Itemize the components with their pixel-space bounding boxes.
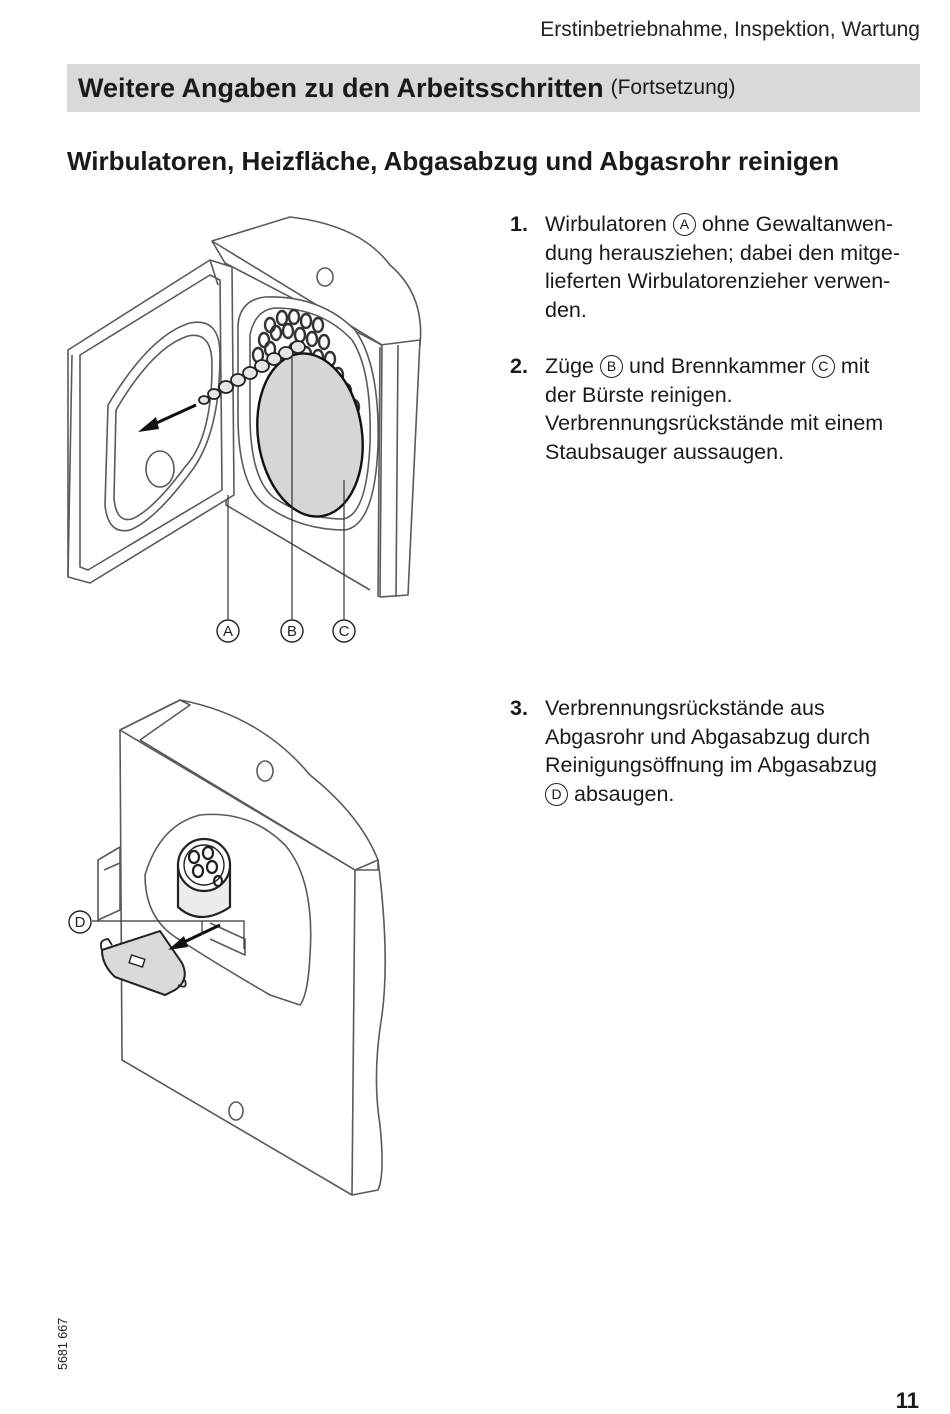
- callout-circle-a: [216, 619, 240, 643]
- step-line: Reinigungsöffnung im Abgasabzug: [545, 753, 877, 778]
- figure-flue-cleaning-opening: D: [68, 699, 386, 1196]
- step-number: 1.: [510, 212, 528, 236]
- step-line: Züge B und Brennkammer C mit: [545, 352, 930, 381]
- callout-label-d: D: [75, 914, 86, 931]
- step-text-fragment: und Brennkammer: [628, 354, 806, 378]
- callout-circle-c: [332, 619, 356, 643]
- step-line: Staubsauger aussaugen.: [545, 439, 785, 464]
- step-text-fragment: mit: [840, 354, 870, 378]
- step-line: der Bürste reinigen.: [545, 382, 733, 407]
- step-text: Züge B und Brennkammer C mit der Bürste …: [545, 352, 930, 466]
- step-line: Verbrennungsrückstände mit einem: [545, 411, 884, 436]
- step-line: D absaugen.: [545, 780, 930, 809]
- callout-label-a: A: [223, 623, 233, 640]
- callout-label-b: B: [287, 623, 297, 640]
- page-number: 11: [895, 1388, 919, 1413]
- header-section-title: Erstinbetriebnahme, Inspektion, Wartung: [540, 18, 920, 41]
- step-number: 3.: [510, 696, 528, 720]
- step-text-fragment: absaugen.: [573, 781, 675, 806]
- step-line: Wirbulatoren A ohne Gewaltanwen-: [545, 210, 930, 239]
- step-text-fragment: Wirbulatoren: [545, 212, 667, 236]
- callout-marker-d: D: [545, 782, 568, 806]
- section-title-bar: Weitere Angaben zu den Arbeitsschritten …: [67, 64, 920, 112]
- callout-marker-b: B: [600, 355, 623, 378]
- step-line: dung herausziehen; dabei den mitge-: [545, 240, 901, 265]
- section-title: Weitere Angaben zu den Arbeitsschritten: [78, 72, 604, 103]
- step-line: Verbrennungsrückstände aus: [545, 696, 825, 720]
- figure-boiler-door-open: A B C: [67, 216, 422, 643]
- callout-marker-c: C: [811, 355, 835, 378]
- step-text: Wirbulatoren A ohne Gewaltanwen- dung he…: [545, 210, 930, 324]
- callout-marker-a: A: [672, 213, 696, 236]
- step-number: 2.: [510, 354, 528, 378]
- step-text: Verbrennungsrückstände aus Abgasrohr und…: [545, 694, 930, 808]
- step-text-fragment: ohne Gewaltanwen-: [701, 212, 894, 236]
- callout-circle-d: [68, 910, 92, 934]
- step-line: lieferten Wirbulatorenzieher verwen-: [545, 269, 891, 294]
- step-line: den.: [545, 297, 587, 322]
- document-number: 5681 667: [56, 1317, 70, 1370]
- subheading: Wirbulatoren, Heizfläche, Abgasabzug und…: [67, 146, 840, 176]
- callout-label-c: C: [339, 623, 350, 640]
- callout-circle-b: [280, 619, 304, 643]
- step-line: Abgasrohr und Abgasabzug durch: [545, 724, 871, 749]
- section-title-suffix: (Fortsetzung): [610, 76, 736, 99]
- step-text-fragment: Züge: [545, 354, 595, 378]
